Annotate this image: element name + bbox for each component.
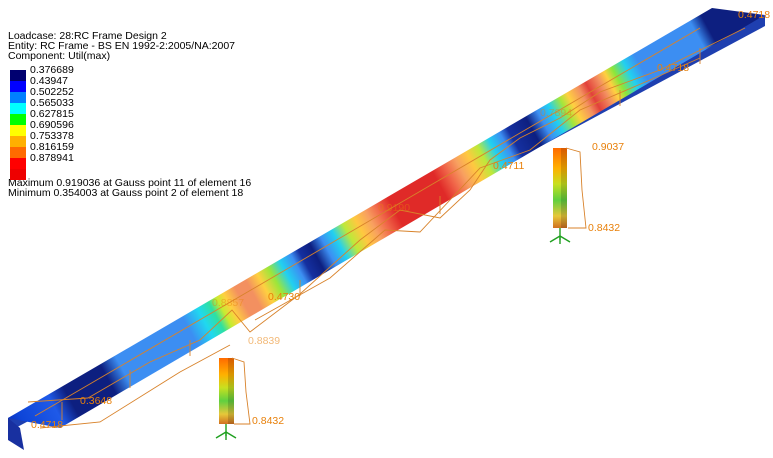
legend-swatch	[10, 136, 26, 147]
legend-value: 0.502252	[30, 86, 74, 98]
legend-swatch	[10, 125, 26, 136]
pier-right-diagram	[565, 147, 587, 229]
legend-minimum: Minimum 0.354003 at Gauss point 2 of ele…	[8, 187, 244, 199]
partial-label-1: 0.7894	[540, 107, 572, 119]
legend-swatch	[10, 81, 26, 92]
legend-swatch	[10, 147, 26, 158]
pier-right-column-shade	[561, 148, 567, 228]
deck-label-span2: 0.4730	[268, 291, 300, 303]
contour-legend: Loadcase: 28:RC Frame Design 2 Entity: R…	[8, 30, 252, 199]
partial-label-4: 0.8857	[212, 297, 244, 309]
deck-end-face	[8, 418, 24, 450]
deck-label-end-left: 0.4718	[31, 419, 63, 431]
legend-swatch	[10, 70, 26, 81]
legend-value: 0.816159	[30, 141, 74, 153]
legend-value: 0.376689	[30, 64, 74, 76]
deck-label-span1: 0.3648	[80, 395, 112, 407]
deck-label-span3: 0.4718	[657, 62, 689, 74]
legend-value: 0.565033	[30, 97, 74, 109]
legend-value: 0.753378	[30, 130, 74, 142]
partial-label-3: 0.9190	[378, 202, 410, 214]
legend-swatch	[10, 114, 26, 125]
deck-label-end-right: 0.4718	[738, 9, 770, 21]
pier-left-column	[219, 358, 234, 424]
legend-value: 0.690596	[30, 119, 74, 131]
legend-swatch	[10, 169, 26, 180]
pier-left[interactable]	[215, 357, 251, 440]
pier-left-diagram	[231, 357, 251, 425]
pier-right-label: 0.8432	[588, 222, 620, 234]
value-annotations: 0.4718 0.4718 0.4711 0.4730 0.3648 0.471…	[31, 9, 770, 431]
legend-stats: Maximum 0.919036 at Gauss point 11 of el…	[8, 177, 252, 199]
partial-label-2: 0.9037	[592, 141, 624, 153]
pier-left-support	[215, 424, 237, 440]
pier-right-column	[553, 148, 567, 228]
legend-value: 0.878941	[30, 152, 74, 164]
legend-swatch	[10, 92, 26, 103]
legend-maximum: Maximum 0.919036 at Gauss point 11 of el…	[8, 177, 252, 189]
legend-entity: Entity: RC Frame - BS EN 1992-2:2005/NA:…	[8, 40, 236, 52]
partial-label-5: 0.8839	[248, 335, 280, 347]
pier-right-support	[549, 228, 571, 244]
pier-right[interactable]	[549, 147, 587, 244]
pier-left-label: 0.8432	[252, 415, 284, 427]
legend-value: 0.43947	[30, 75, 68, 87]
legend-component: Component: Util(max)	[8, 50, 111, 62]
legend-value: 0.627815	[30, 108, 74, 120]
legend-loadcase: Loadcase: 28:RC Frame Design 2	[8, 30, 167, 42]
deck-label-span2-mid: 0.4711	[493, 160, 524, 172]
utilisation-diagram	[27, 27, 746, 429]
legend-swatch	[10, 103, 26, 114]
pier-left-column-shade	[228, 358, 234, 424]
legend-swatch	[10, 158, 26, 169]
